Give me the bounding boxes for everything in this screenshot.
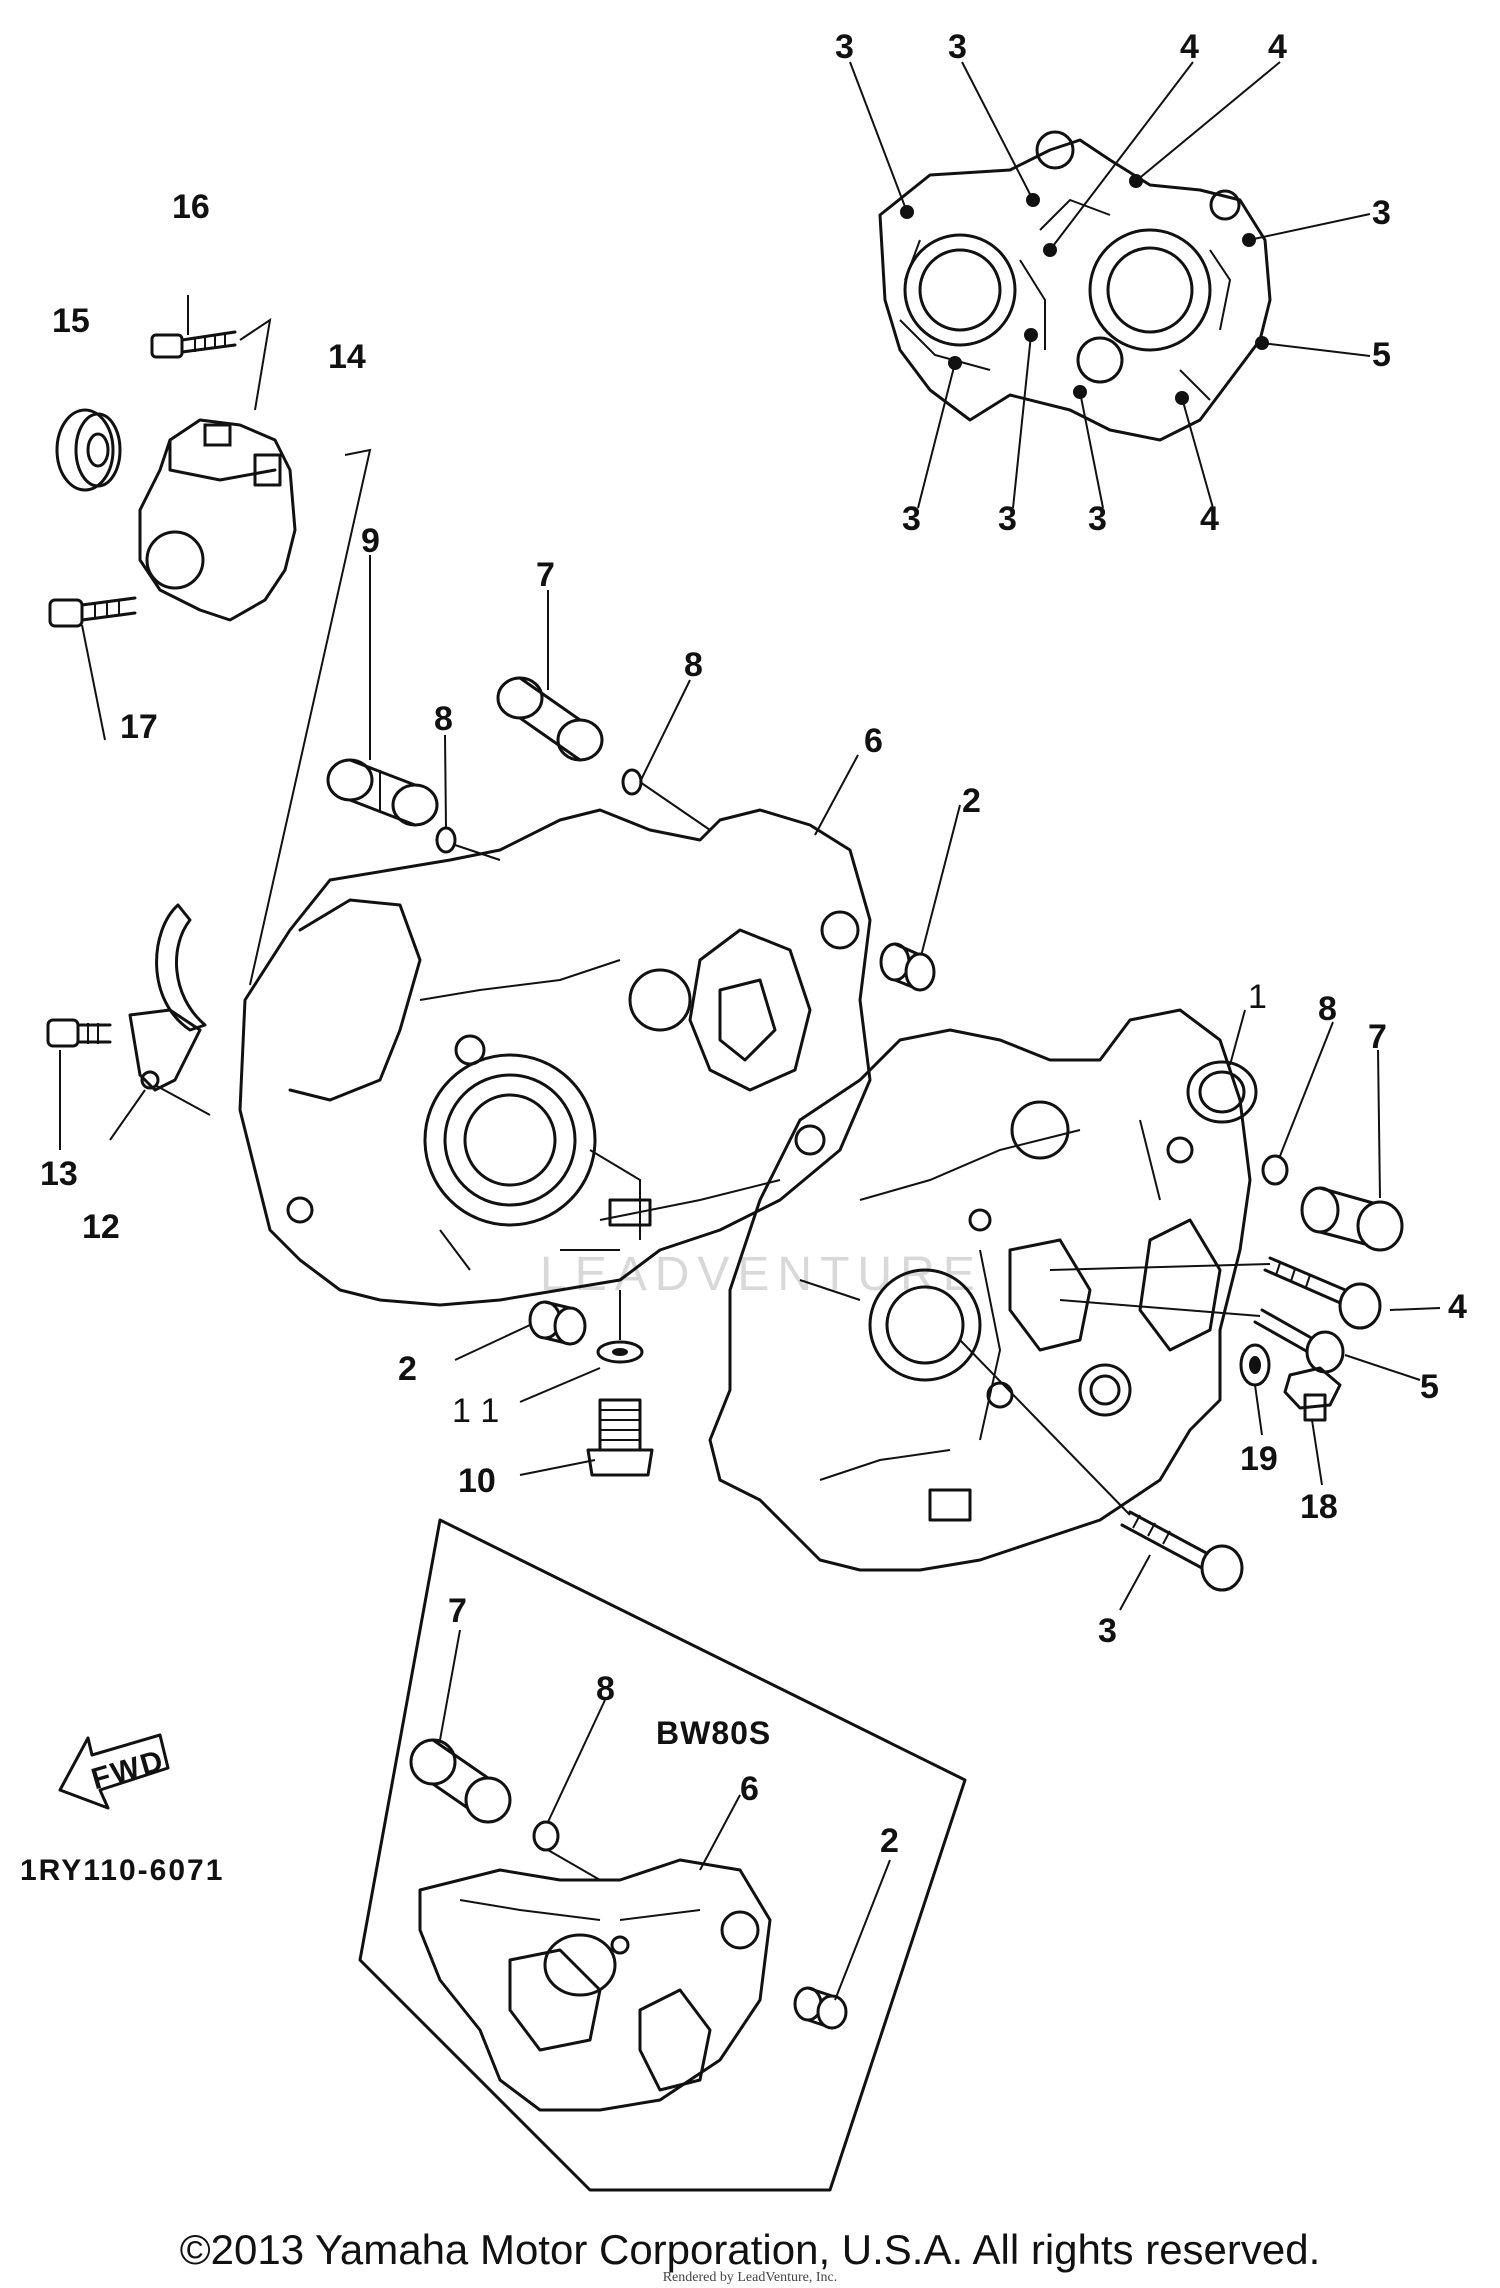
callout-8a: 8 (434, 700, 453, 738)
inset-label-3e: 3 (1088, 500, 1107, 538)
part-7-dowel-b (1300, 1186, 1404, 1252)
part-10-drain-bolt (586, 1398, 654, 1477)
inset-bolt-pattern: 3 3 4 4 3 5 3 3 3 4 (835, 28, 1391, 538)
part-13-bolt (46, 1018, 112, 1048)
part-2-collar-b (528, 1300, 587, 1346)
part-4-bolt (1263, 1256, 1382, 1330)
part-19-washer (1239, 1343, 1271, 1387)
part-14-cover (138, 418, 297, 622)
callout-18: 18 (1300, 1488, 1338, 1526)
part-8-o-ring-a (435, 826, 457, 854)
part-8-o-ring-c (1261, 1154, 1289, 1186)
part-16-screw (150, 330, 237, 359)
callout-2c: 2 (880, 1822, 899, 1860)
callout-4: 4 (1448, 1288, 1467, 1326)
copyright-footer: ©2013 Yamaha Motor Corporation, U.S.A. A… (179, 2226, 1321, 2273)
fwd-arrow-icon: FWD (58, 1733, 170, 1810)
callout-7b: 7 (1368, 1018, 1387, 1056)
callout-1: 1 (1248, 978, 1267, 1016)
inset-label-5-right: 5 (1372, 336, 1391, 374)
callout-11: 1 1 (452, 1392, 499, 1430)
part-7-dowel-a (496, 676, 604, 762)
callout-7a: 7 (536, 556, 555, 594)
diagram-code: 1RY110-6071 (20, 1854, 224, 1887)
callout-9: 9 (361, 522, 380, 560)
callout-8b: 8 (684, 646, 703, 684)
part-18-bolt (1283, 1366, 1342, 1422)
inset-label-3d: 3 (998, 500, 1017, 538)
part-9-dowel (326, 758, 439, 827)
inset-label-3b: 3 (948, 28, 967, 66)
part-8-o-ring-b (621, 768, 643, 796)
callout-10: 10 (458, 1462, 496, 1500)
callout-6a: 6 (864, 722, 883, 760)
part-2-collar-a (879, 942, 936, 992)
part-6-left-crankcase (238, 808, 872, 1307)
watermark: LEADVENTURE (540, 1248, 983, 1301)
callout-14: 14 (328, 338, 366, 376)
callout-2b: 2 (398, 1350, 417, 1388)
callout-13: 13 (40, 1155, 78, 1193)
callout-15: 15 (52, 302, 90, 340)
inset-bolt-dots (900, 174, 1269, 405)
part-15-seal (55, 408, 122, 492)
inset-label-4a: 4 (1180, 28, 1199, 66)
callout-8d: 8 (596, 1670, 615, 1708)
inset-label-3-right: 3 (1372, 194, 1391, 232)
part-11-washer (596, 1340, 644, 1364)
callout-7c: 7 (448, 1592, 467, 1630)
part-1-right-crankcase (708, 1008, 1258, 1572)
callout-5: 5 (1420, 1368, 1439, 1406)
part-17-bolt (48, 596, 137, 628)
bw80s-variant-inset: BW80S 7 8 6 2 (358, 1518, 967, 2192)
inset-label-4b: 4 (1268, 28, 1287, 66)
callout-19: 19 (1240, 1440, 1278, 1478)
part-12-stopper (128, 903, 207, 1092)
callout-8c: 8 (1318, 990, 1337, 1028)
callout-12: 12 (82, 1208, 120, 1246)
callout-6b: 6 (740, 1770, 759, 1808)
bw80s-label: BW80S (656, 1715, 771, 1751)
inset-label-4c: 4 (1200, 500, 1219, 538)
inset-label-3a: 3 (835, 28, 854, 66)
callout-3: 3 (1098, 1612, 1117, 1650)
callout-2a: 2 (962, 782, 981, 820)
rendered-by-credit: Rendered by LeadVenture, Inc. (662, 2270, 838, 2285)
inset-label-3c: 3 (902, 500, 921, 538)
callout-17: 17 (120, 708, 158, 746)
callout-16: 16 (172, 188, 210, 226)
part-3-bolt (1120, 1510, 1244, 1592)
